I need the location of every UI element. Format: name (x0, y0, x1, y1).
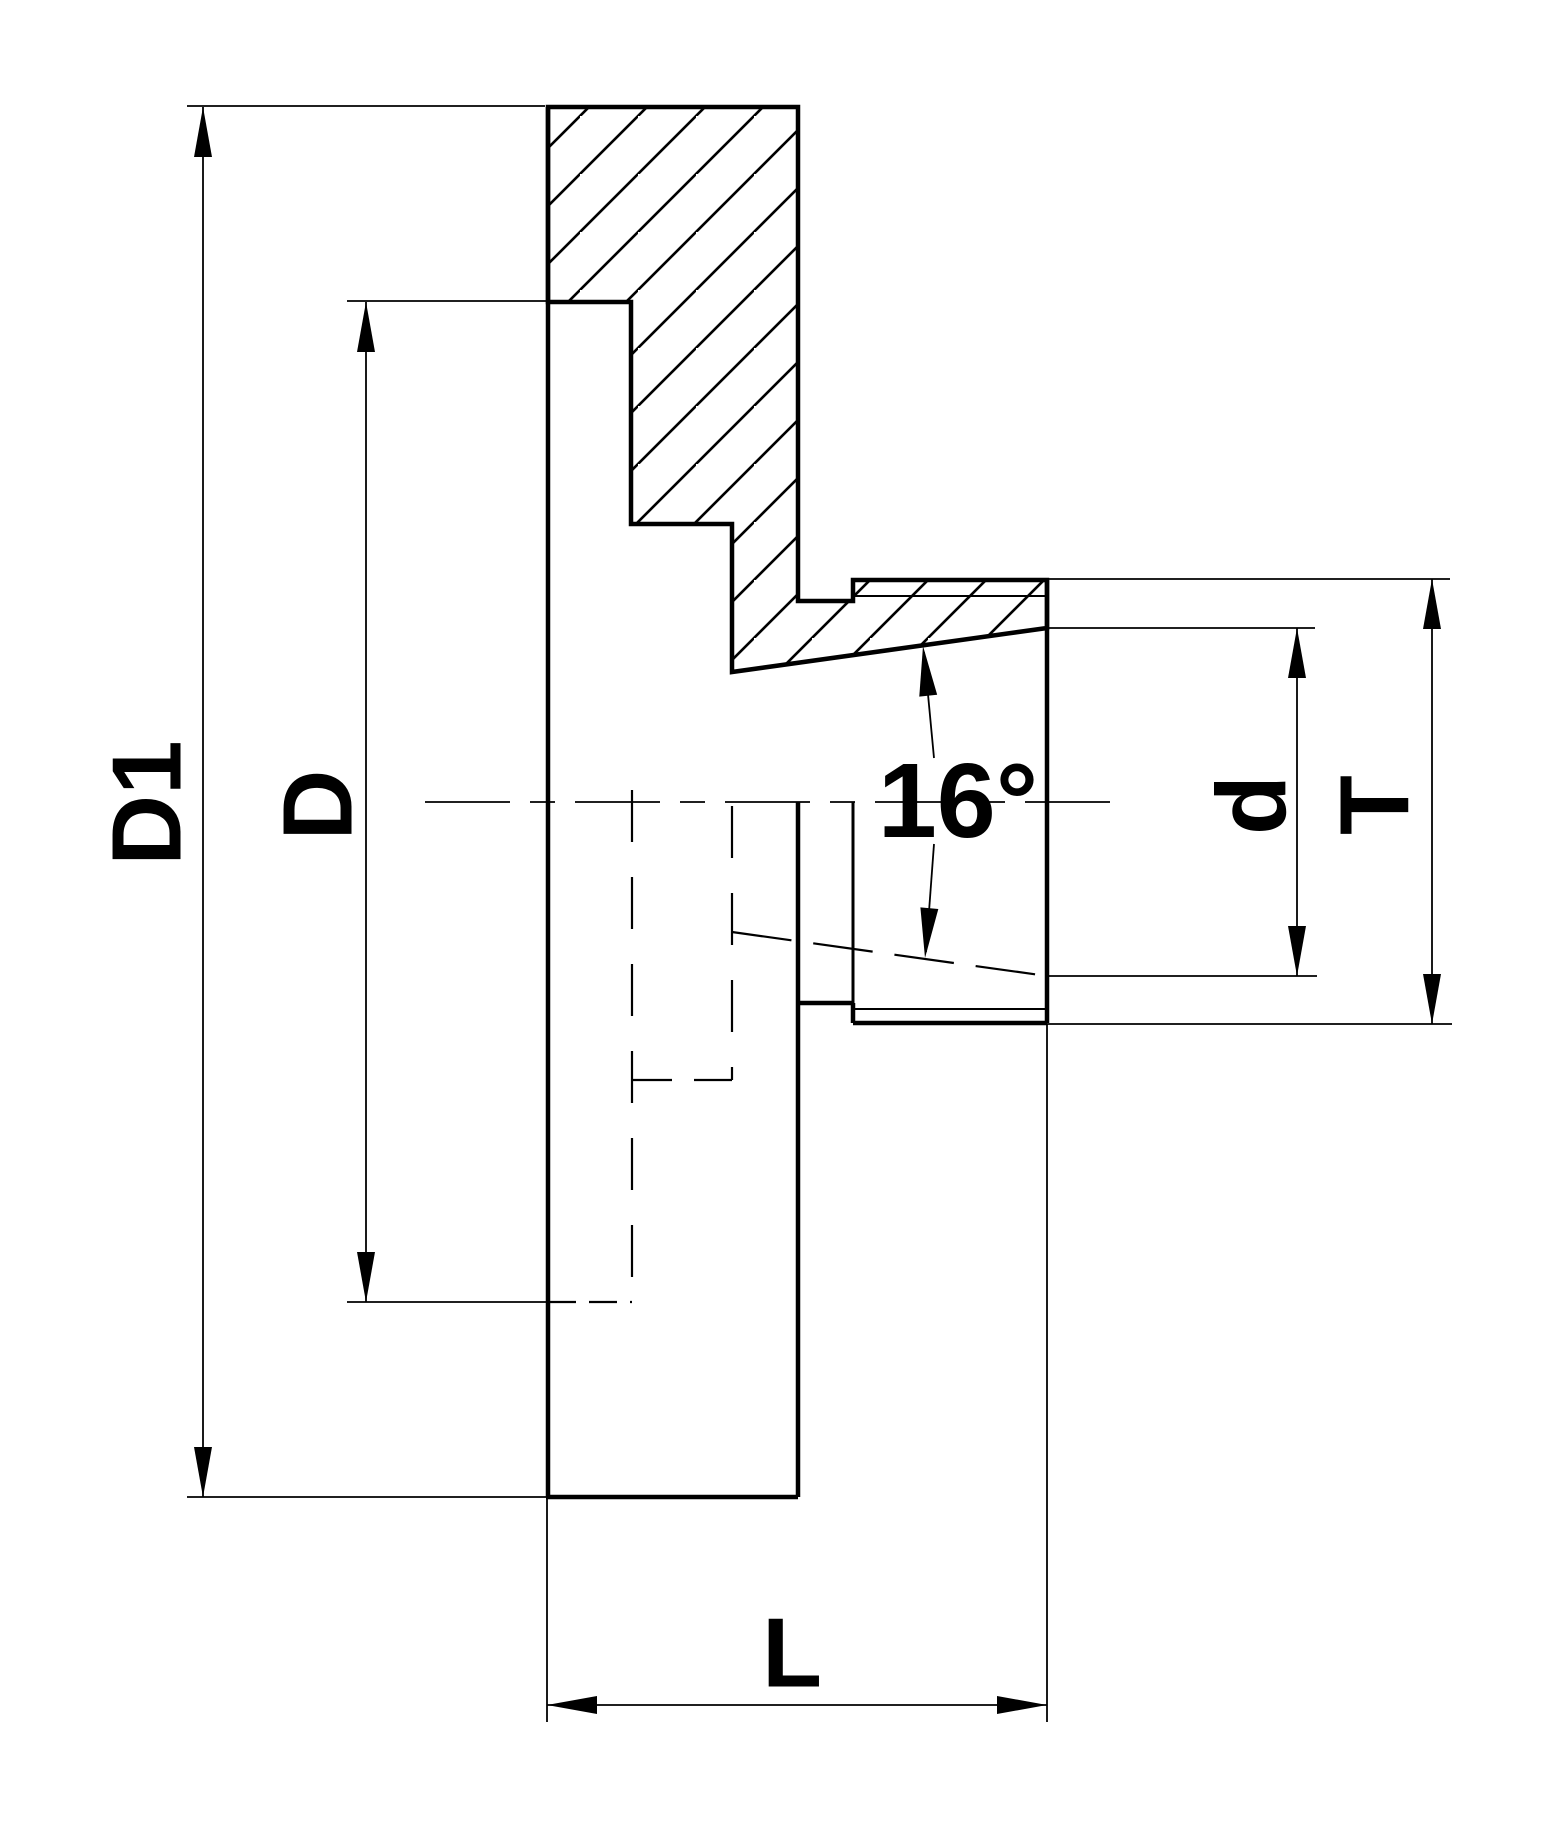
dim-d-small (1048, 627, 1317, 977)
dim-d (347, 300, 548, 1303)
dim-t-arrowhead-1 (1423, 974, 1441, 1024)
label-l: L (762, 1597, 822, 1707)
dim-t (1047, 578, 1452, 1025)
dim-l-arrowhead-0 (547, 1696, 597, 1714)
dim-d-small-arrowhead-1 (1288, 926, 1306, 976)
dim-d1-arrowhead-0 (194, 107, 212, 157)
dim-d1 (187, 105, 548, 1498)
label-t: T (1319, 775, 1429, 835)
label-d1: D1 (91, 740, 201, 865)
dim-t-arrowhead-0 (1423, 579, 1441, 629)
hidden-edges (548, 790, 1048, 1304)
dim-d-arrowhead-0 (357, 302, 375, 352)
angle-leader-lower-arrowhead (920, 907, 939, 958)
taper-hidden-lower (731, 930, 1048, 978)
dim-d1-arrowhead-1 (194, 1447, 212, 1497)
dim-d-arrowhead-1 (357, 1252, 375, 1302)
dim-l (546, 1024, 1048, 1722)
section-cut-region (545, 104, 1050, 675)
angle-leader-upper (919, 646, 938, 759)
angle-leader-upper-arrowhead (919, 646, 938, 697)
label-angle: 16° (878, 742, 1038, 860)
dim-d-small-arrowhead-0 (1288, 628, 1306, 678)
label-d-outer: D (262, 770, 372, 841)
dim-l-arrowhead-1 (997, 1696, 1047, 1714)
angle-leader-lower (920, 843, 939, 958)
label-d-small: d (1196, 775, 1306, 835)
